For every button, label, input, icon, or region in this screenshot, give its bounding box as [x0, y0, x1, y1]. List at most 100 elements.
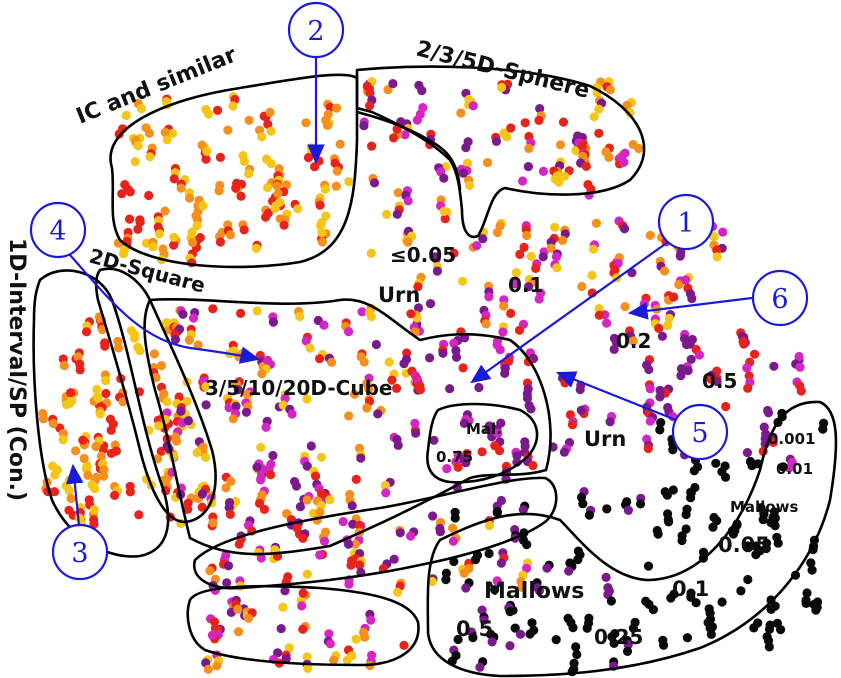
- election-point: [807, 565, 817, 575]
- election-point: [550, 222, 560, 232]
- election-point: [581, 161, 591, 171]
- election-point: [136, 104, 146, 114]
- label-cube: 3/5/10/20D-Cube: [205, 376, 392, 400]
- election-point: [403, 237, 413, 247]
- election-point: [201, 154, 211, 164]
- election-point: [522, 389, 532, 399]
- election-point: [82, 461, 92, 471]
- election-point: [453, 462, 463, 472]
- election-point: [162, 397, 172, 407]
- election-point: [484, 520, 495, 531]
- label-ic-and-similar: IC and similar: [73, 43, 240, 130]
- election-point: [162, 318, 172, 328]
- election-point: [575, 384, 585, 395]
- election-point: [223, 561, 234, 571]
- election-point: [233, 385, 243, 395]
- election-point: [100, 341, 110, 351]
- ic-inner-divider: [356, 110, 462, 191]
- election-point: [655, 425, 665, 435]
- election-point: [406, 309, 416, 319]
- election-point: [276, 624, 286, 634]
- election-point: [79, 453, 89, 464]
- election-point: [750, 349, 760, 359]
- election-point: [477, 605, 487, 615]
- election-point: [178, 309, 188, 319]
- election-point: [273, 648, 283, 658]
- election-point: [677, 535, 687, 546]
- election-point: [659, 640, 669, 650]
- election-point: [604, 152, 614, 162]
- election-point: [623, 505, 634, 515]
- election-point: [213, 105, 223, 115]
- election-point: [236, 308, 246, 318]
- callout-1: 1: [657, 193, 715, 251]
- election-point: [198, 442, 208, 452]
- election-point: [657, 331, 668, 341]
- election-point: [364, 384, 374, 394]
- election-point: [134, 510, 144, 520]
- election-point: [331, 181, 341, 191]
- election-point: [564, 566, 574, 576]
- election-point: [203, 664, 213, 674]
- election-point: [89, 519, 99, 529]
- election-point: [316, 220, 326, 231]
- election-point: [506, 308, 516, 318]
- election-point: [643, 443, 653, 454]
- election-point: [354, 520, 365, 530]
- election-point: [280, 586, 290, 596]
- election-point: [450, 513, 460, 523]
- election-point: [770, 521, 780, 531]
- election-point: [438, 348, 448, 358]
- election-point: [192, 221, 202, 231]
- election-point: [272, 181, 282, 191]
- election-point: [526, 404, 536, 414]
- label-mallows-big: Mallows: [484, 579, 584, 604]
- election-point: [587, 270, 597, 280]
- election-point: [479, 615, 489, 625]
- election-point: [706, 374, 716, 384]
- election-point: [223, 125, 233, 135]
- election-point: [795, 362, 805, 372]
- election-point: [526, 251, 536, 261]
- election-point: [89, 505, 99, 515]
- election-point: [482, 158, 493, 168]
- election-point: [101, 388, 111, 399]
- election-point: [317, 228, 327, 238]
- election-point: [212, 661, 222, 671]
- election-point: [287, 409, 297, 419]
- election-point: [239, 225, 249, 235]
- election-point: [664, 517, 674, 527]
- election-point: [395, 528, 405, 538]
- election-point: [167, 128, 178, 138]
- election-point: [527, 618, 537, 628]
- election-point: [554, 177, 564, 187]
- election-point: [121, 110, 131, 121]
- election-point: [461, 583, 471, 593]
- election-point: [344, 177, 354, 187]
- election-point: [484, 548, 494, 559]
- election-point: [663, 320, 673, 331]
- election-point: [534, 115, 544, 125]
- election-point: [301, 336, 311, 346]
- election-point: [796, 386, 806, 396]
- election-point: [298, 624, 308, 634]
- election-point: [645, 384, 655, 394]
- election-point: [172, 436, 182, 446]
- election-point: [584, 510, 595, 520]
- election-point: [517, 582, 527, 593]
- election-point: [442, 464, 452, 474]
- election-point: [456, 108, 466, 118]
- label-urn-right: Urn: [584, 427, 626, 451]
- election-point: [327, 357, 337, 367]
- election-point: [809, 599, 819, 610]
- election-point: [759, 422, 769, 432]
- election-point: [302, 394, 312, 404]
- election-point: [373, 409, 383, 419]
- election-point: [343, 539, 354, 549]
- election-point: [451, 352, 462, 362]
- election-point: [623, 640, 633, 650]
- callout-arrows: [66, 56, 753, 536]
- election-point: [200, 452, 211, 462]
- election-point: [387, 375, 397, 385]
- arrow-1: [470, 241, 669, 384]
